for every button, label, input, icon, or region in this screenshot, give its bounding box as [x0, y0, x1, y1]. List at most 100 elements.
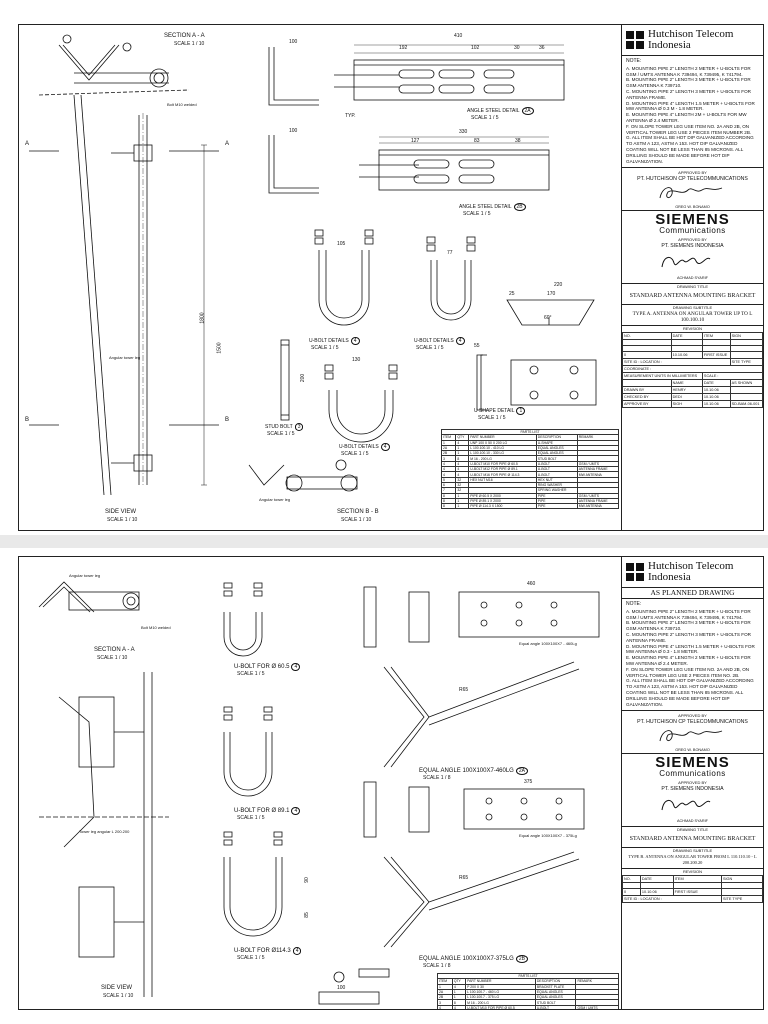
ubolt-605-number: 4	[291, 663, 301, 671]
notes-list: A. Mounting pipe 2" length 2 meter + U-b…	[626, 66, 759, 165]
drawn-date: 10.10.06	[701, 386, 731, 395]
tower-leg-label-2: Tower leg angular L 200.200	[79, 829, 130, 834]
dim-1800: 1800	[199, 312, 206, 324]
section-mark-a-left: A	[25, 141, 30, 147]
ubolt-detail-big	[324, 364, 398, 443]
site-type-label: Site type	[729, 358, 764, 367]
angle-2a-title: Angle steel detail2A	[467, 107, 534, 115]
ushape-detail	[476, 299, 597, 411]
date-header: Date	[701, 379, 731, 388]
dim-85: 85	[303, 912, 310, 918]
revision-label-2: Revision	[622, 868, 763, 875]
drawing-subtitle: Type A. Antenna on angular tower up to L…	[632, 311, 753, 324]
parts-cell: 4	[437, 1004, 453, 1009]
notes-list-2: A. Mounting pipe 2" length 2 meter + U-b…	[626, 609, 759, 708]
notes-title: Note:	[626, 58, 642, 64]
ubolt-1143-number: 4	[292, 947, 302, 955]
drawing-svg	[29, 34, 597, 496]
parts-cell: Pipe	[535, 503, 578, 510]
eq-2b-title: Equal angle 100x100x7-375Lg2B	[419, 955, 528, 963]
sheet-separator	[0, 535, 768, 548]
dim-127: 127	[411, 138, 420, 144]
rev-no-2: 0	[622, 888, 641, 897]
rev-header-sign-2: Sign	[720, 875, 764, 884]
note-item: F. On slope tower leg use item no. 2A an…	[626, 123, 752, 135]
approver-org-2: PT. Siemens Indonesia	[661, 243, 724, 250]
section-bb-scale: scale 1 / 10	[341, 517, 372, 523]
stud-bolt-title: Stud bolt3	[265, 423, 304, 431]
rev-header-sign: Sign	[729, 332, 764, 341]
siemens-block: SIEMENS Communications	[622, 210, 763, 235]
angle-2a-text: Angle steel detail	[467, 108, 520, 114]
parts-cell: Pipe Ø 114.3 x 1500	[468, 503, 537, 510]
notes-block-2: Note: A. Mounting pipe 2" length 2 meter…	[622, 599, 763, 712]
margin-copyright-text	[0, 40, 14, 520]
note-item: C. Mounting pipe 2" length 3 meter + U-b…	[626, 631, 751, 643]
section-aa-title-2: Section A - A	[94, 647, 135, 653]
parts-cell: MW antenna	[576, 503, 620, 510]
site-id-label: Site ID :	[624, 360, 640, 365]
ushape-text: U shape detail	[474, 408, 515, 414]
ubolt-big-text: U-bolt details	[339, 444, 379, 450]
ubolt-right-title: U-bolt details4	[414, 337, 465, 345]
note-item: B. Mounting pipe 2" length 3 meter + U-b…	[626, 620, 751, 632]
drawing-subtitle-label-2: Drawing subtitle	[622, 847, 763, 854]
approver-org-2b: PT. Siemens Indonesia	[661, 786, 724, 793]
bolt-welded-label: Bolt M10 welded	[167, 102, 197, 107]
ubolt-605-drawing	[223, 582, 263, 657]
signer-name-2: Achmad Syarif	[677, 276, 708, 281]
side-view-title: Side view	[105, 509, 137, 515]
drawn-by-label: Drawn by	[622, 386, 672, 395]
section-aa-title: Section A - A	[164, 33, 205, 39]
dim-1500: 1500	[216, 342, 223, 354]
note-item: E. Mounting pipe 4" length 2M + U-bolts …	[626, 112, 747, 123]
dim-83: 83	[474, 138, 480, 144]
dim-r65-b: R65	[459, 875, 469, 881]
parts-list-table-1: Parts ListItemQtyPart NumberDescriptionR…	[440, 428, 620, 510]
eq-2b-scale: Scale 1 / 8	[423, 963, 451, 969]
note-item: G. All item shall be hot dip galvanized …	[626, 678, 754, 707]
approve-by-label: Approve by	[622, 400, 672, 409]
title-block-2: Hutchison Telecom Indonesia As Planned D…	[622, 557, 764, 1009]
parts-cell: 1	[455, 503, 470, 510]
ubolt-detail-left	[314, 229, 374, 326]
signature-2b	[622, 792, 763, 818]
section-aa-scale-2: scale 1 / 10	[97, 655, 128, 661]
rev-item-2: First issue	[672, 888, 722, 897]
dim-220: 220	[554, 282, 563, 288]
ubolt-1143-title: U-Bolt for Ø114.34	[234, 947, 302, 955]
siemens-communications: Communications	[659, 226, 726, 236]
company-logo: Hutchison Telecom Indonesia	[622, 25, 763, 56]
angular-tower-leg-label: Angular tower leg	[109, 355, 141, 360]
revision-table-2: No.DateItemSign 010.10.06First issue Sit…	[622, 875, 764, 904]
side-view-mast	[29, 94, 219, 496]
dim-192: 192	[399, 45, 408, 51]
approver-org-1: PT. Hutchison CP Telecommunications	[637, 176, 748, 183]
section-aa-drawing	[38, 34, 190, 96]
company-name-2: Hutchison Telecom Indonesia	[648, 560, 734, 583]
rev-no: 0	[622, 351, 672, 360]
note-item: D. Mounting pipe 4" length 1.5 meter + U…	[626, 100, 755, 112]
angle-2b-scale: scale 1 / 5	[463, 211, 491, 217]
note-item: G. All item shall be hot dip galvanized …	[626, 135, 754, 164]
section-mark-a-right: A	[225, 141, 230, 147]
bottom-parts-drawing	[318, 968, 390, 1005]
ubolt-891-scale: Scale 1 / 5	[237, 815, 265, 821]
ubolt-big-scale: scale 1 / 5	[341, 451, 369, 457]
dim-r65-a: R65	[459, 687, 469, 693]
dim-105: 105	[337, 241, 346, 247]
site-type-label-2: Site type	[720, 895, 764, 904]
section-bb-title: Section B - B	[337, 509, 379, 515]
ubolt-right-number: 4	[455, 337, 465, 345]
equal-angle-2b-drawing	[363, 781, 585, 948]
side-view-title-2: Side view	[101, 985, 133, 991]
ubolt-left-number: 4	[350, 337, 360, 345]
dim-38: 38	[515, 138, 521, 144]
signature-2	[622, 249, 763, 275]
ubolt-big-number: 4	[380, 443, 390, 451]
note-item: C. Mounting pipe 2" length 3 meter + U-b…	[626, 88, 751, 100]
stud-bolt-number: 3	[294, 423, 304, 431]
dim-170: 170	[547, 291, 556, 297]
drawing-subtitle-label: Drawing subtitle	[622, 304, 763, 311]
stud-bolt-text: Stud bolt	[265, 424, 293, 430]
